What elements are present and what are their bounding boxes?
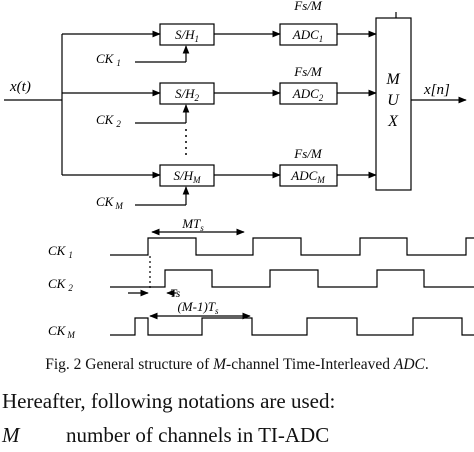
figure-caption: Fig. 2 General structure of M-channel Ti… (45, 356, 429, 373)
mux-block (375, 17, 412, 191)
notation-definition: number of channels in TI-ADC (66, 423, 330, 447)
body-text: Hereafter, following notations are used:… (2, 384, 472, 452)
delay-label: Ts (170, 286, 181, 300)
input-label: x(t) (9, 79, 31, 95)
sh-label-1: S/H1 (175, 27, 199, 44)
period-label: MTs (181, 216, 204, 233)
ti-adc-diagram: x(t) x[n] M U X Fs/M Fs/M Fs/M S/H1 S/H2… (4, 0, 474, 340)
notation-intro: Hereafter, following notations are used: (2, 389, 336, 413)
notation-row: M number of channels in TI-ADC (2, 418, 472, 452)
mux-letter-x: X (387, 113, 399, 130)
adc-label-2: ADC2 (292, 86, 324, 103)
rate-label-1: Fs/M (293, 0, 323, 13)
ckm-waveform (110, 317, 474, 336)
rate-label-m: Fs/M (293, 146, 323, 161)
offset-label: (M-1)Ts (177, 299, 219, 316)
adc-label-m: ADCM (290, 168, 325, 185)
mux-letter-m: M (385, 71, 401, 88)
rate-label-2: Fs/M (293, 64, 323, 79)
sh-label-m: S/HM (174, 168, 202, 185)
notation-term: M (2, 423, 20, 447)
ck2-waveform (110, 269, 474, 288)
mux-letter-u: U (387, 92, 400, 109)
output-label: x[n] (423, 82, 450, 98)
sh-label-2: S/H2 (175, 86, 200, 103)
adc-label-1: ADC1 (292, 27, 324, 44)
ck1-waveform (110, 237, 474, 256)
